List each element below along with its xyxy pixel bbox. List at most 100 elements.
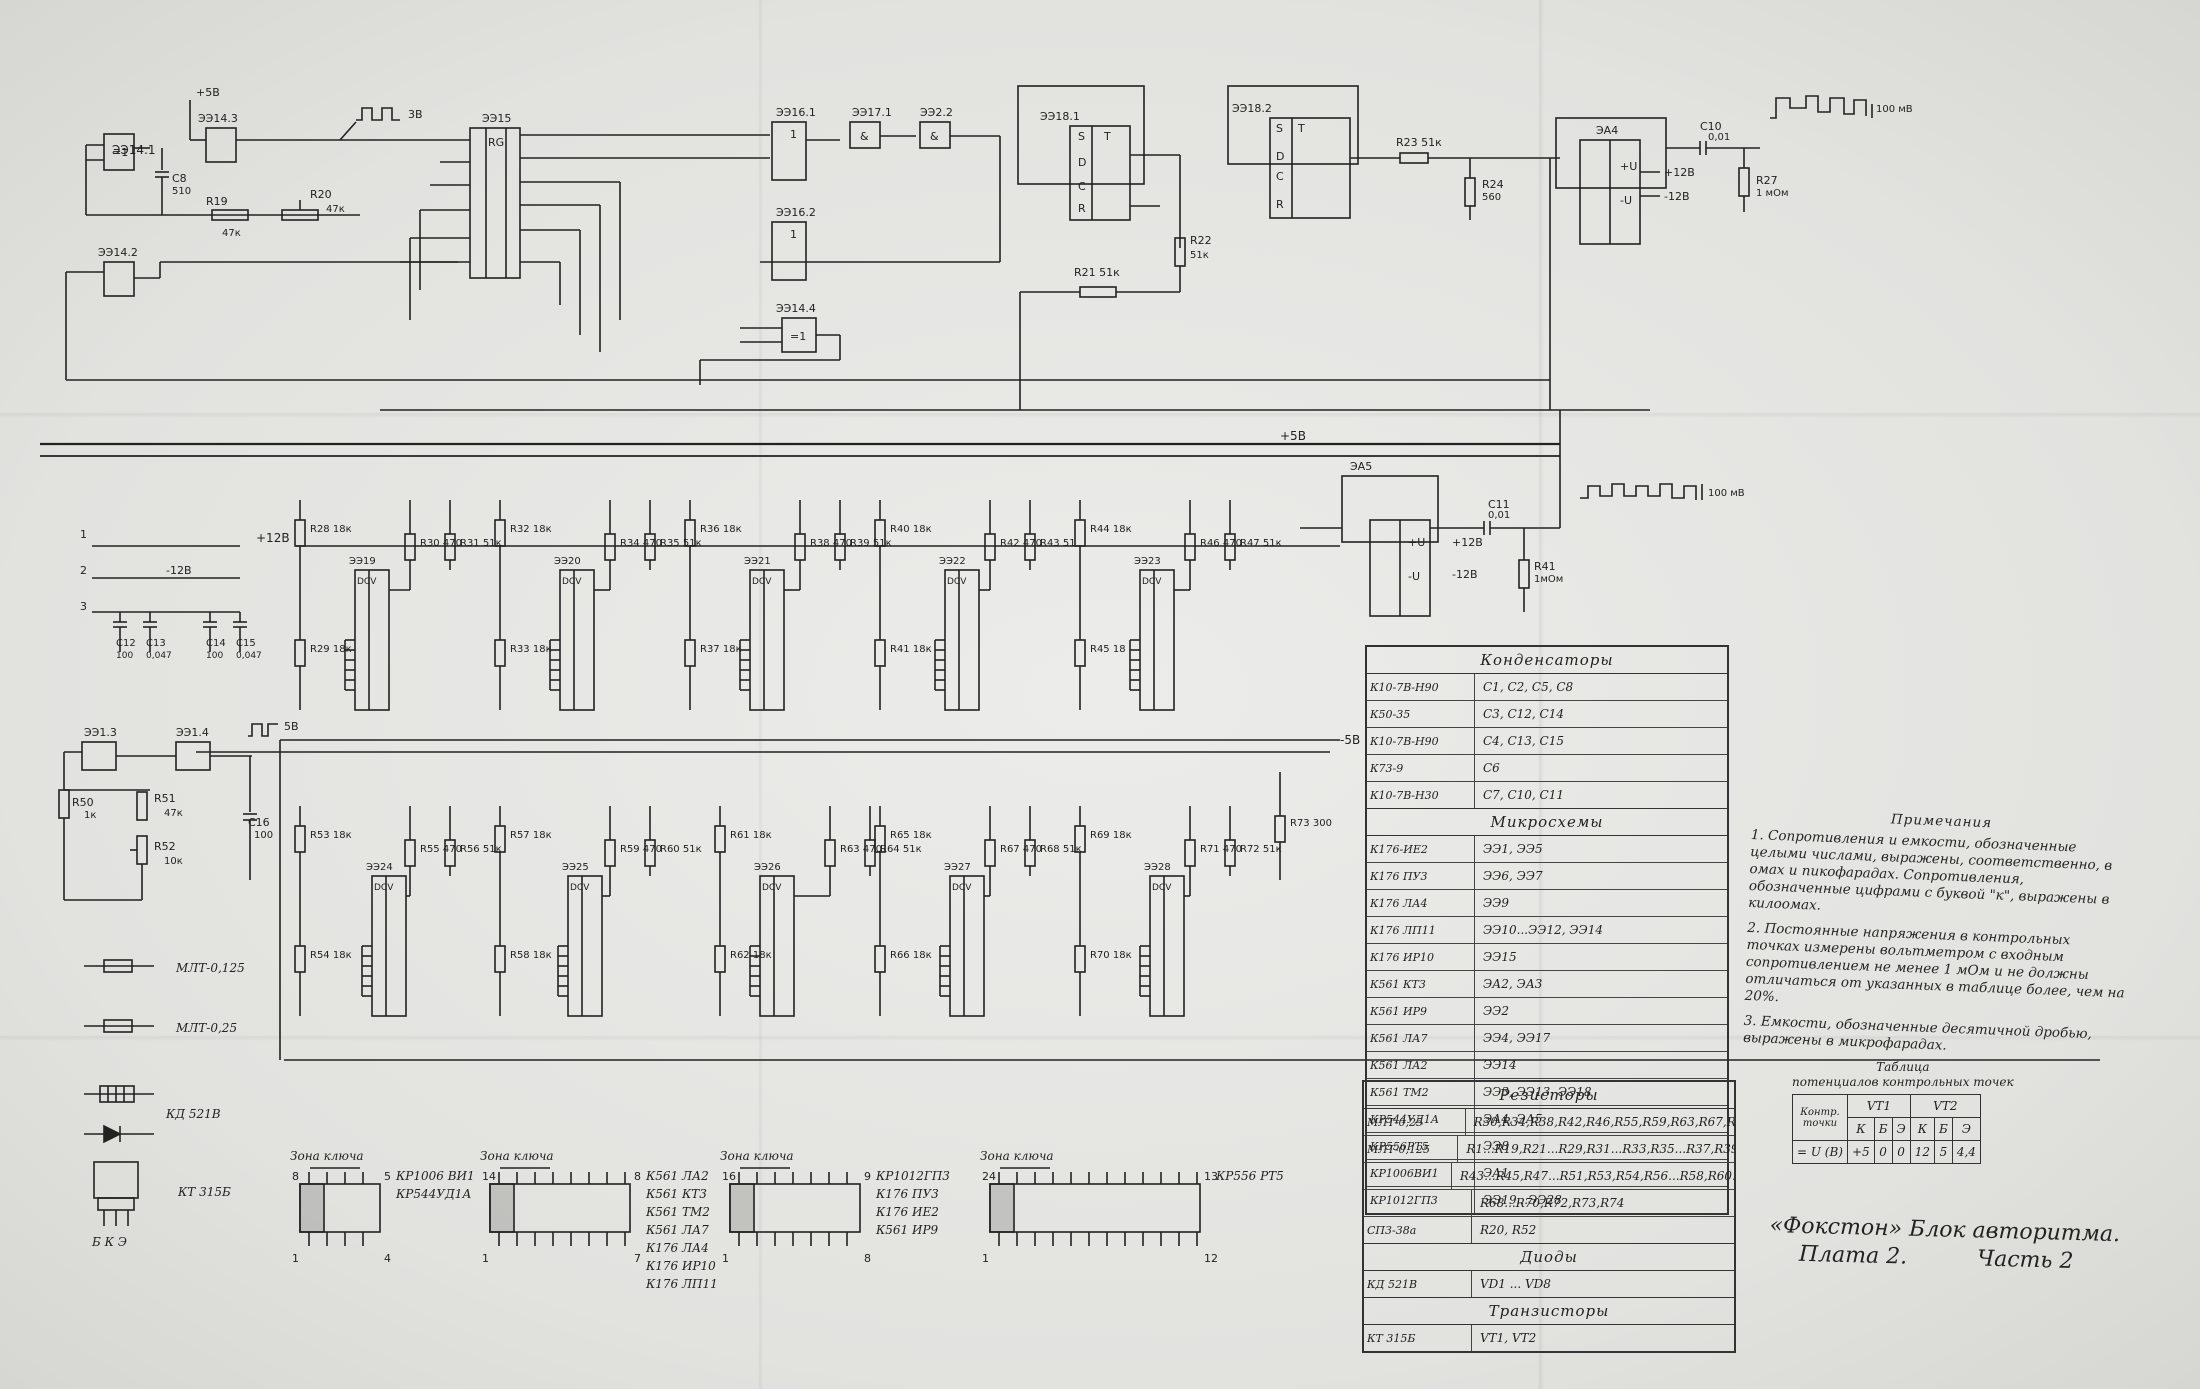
- waveform-mid: [1580, 483, 1697, 500]
- svg-text:12: 12: [1204, 1252, 1218, 1265]
- svg-text:RG: RG: [488, 136, 504, 149]
- capacitors-type: К73-9: [1367, 755, 1475, 781]
- svg-text:1: 1: [482, 1252, 489, 1265]
- svg-text:ЭЭ14.3: ЭЭ14.3: [198, 112, 238, 125]
- svg-text:DCV: DCV: [357, 577, 377, 587]
- dd14-1-gate: ЭЭ14.1 =1: [85, 133, 155, 171]
- svg-text:C12: C12: [116, 638, 136, 649]
- svg-text:510: 510: [172, 186, 191, 197]
- svg-text:C13: C13: [146, 638, 166, 649]
- r24-resistor: R24 560: [1464, 158, 1504, 220]
- vt-col-head: Э: [1951, 1117, 1981, 1141]
- ic-label: ЭЭ20: [554, 556, 581, 567]
- vt-potential-table: Таблица потенциалов контрольных точек Ко…: [1792, 1060, 2014, 1164]
- svg-text:DCV: DCV: [947, 577, 967, 587]
- chips-refs: ЭА4, ЭА5: [1483, 1112, 1543, 1126]
- svg-text:+12В: +12В: [1452, 536, 1483, 549]
- vt2-head: VT2: [1909, 1094, 1981, 1118]
- vt-value: 5: [1934, 1140, 1953, 1164]
- svg-text:C16: C16: [248, 816, 270, 829]
- svg-text:+5В: +5В: [1280, 429, 1306, 443]
- resistor-label: R43 51: [1040, 538, 1076, 549]
- legend-mlt0125: МЛТ-0,125: [175, 961, 245, 975]
- legend-mlt025: МЛТ-0,25: [175, 1021, 237, 1035]
- chips-refs: ЭЭ6, ЭЭ7: [1483, 869, 1543, 883]
- svg-text:1: 1: [722, 1252, 729, 1265]
- resistor-label: R70 18к: [1090, 950, 1132, 961]
- svg-text:D: D: [1276, 150, 1284, 163]
- svg-text:100: 100: [206, 651, 223, 661]
- key-zone-label: Зона ключа: [980, 1149, 1054, 1163]
- capacitors-refs: C6: [1483, 761, 1500, 775]
- svg-text:ЭЭ18.1: ЭЭ18.1: [1040, 110, 1080, 123]
- svg-text:+U: +U: [1408, 536, 1425, 549]
- dd18-1-trigger: ЭЭ18.1 S T D C R: [1017, 85, 1181, 248]
- svg-text:+5В: +5В: [196, 86, 220, 99]
- ic-label: ЭЭ21: [744, 556, 771, 567]
- svg-text:C15: C15: [236, 638, 256, 649]
- resistor-label: R46 470: [1200, 538, 1242, 549]
- chips-type: К176 ЛП11: [1367, 917, 1475, 943]
- top-logic-section: ЭЭ14.1 =1 C8 510 R19 47к R20 47к: [65, 85, 1913, 411]
- r20-resistor: R20 47к: [281, 188, 345, 221]
- capacitors-refs: C3, C12, C14: [1483, 707, 1564, 721]
- key-zone-label: Зона ключа: [290, 1149, 364, 1163]
- svg-text:&: &: [930, 130, 939, 143]
- svg-text:5: 5: [384, 1170, 391, 1183]
- svg-text:1: 1: [80, 528, 87, 541]
- resistor-label: R64 51к: [880, 844, 922, 855]
- vt1-head: VT1: [1847, 1094, 1911, 1118]
- svg-text:+U: +U: [1620, 160, 1637, 173]
- svg-text:2: 2: [80, 564, 87, 577]
- part-label: Часть 2: [1976, 1246, 2074, 1274]
- vt-col-head: К: [1847, 1117, 1875, 1141]
- package-type-label: К176 ЛП11: [645, 1277, 718, 1291]
- svg-text:7: 7: [634, 1252, 641, 1265]
- svg-text:R: R: [1276, 198, 1284, 211]
- package-type-label: К561 ЛА7: [645, 1223, 709, 1237]
- resistor-label: R47 51к: [1240, 538, 1282, 549]
- svg-text:3: 3: [80, 600, 87, 613]
- resistors-type: [1364, 1190, 1472, 1216]
- package-type-label: К176 ПУ3: [875, 1187, 939, 1201]
- svg-text:1: 1: [790, 228, 797, 241]
- transistors-refs: VT1, VT2: [1480, 1331, 1537, 1345]
- package-type-label: К561 ЛА2: [645, 1169, 709, 1183]
- resistor-label: R69 18к: [1090, 830, 1132, 841]
- key-zone-label: Зона ключа: [480, 1149, 554, 1163]
- resistors-refs: R20, R52: [1480, 1223, 1537, 1237]
- svg-text:0,01: 0,01: [1708, 132, 1730, 143]
- resistors-refs: R43...R45,R47...R51,R53,R54,R56...R58,R6…: [1459, 1169, 1734, 1183]
- svg-text:51к: 51к: [1190, 250, 1209, 261]
- svg-text:0,01: 0,01: [1488, 510, 1510, 521]
- da4-opamp: ЭА4 +U -U +12В -12В: [1555, 117, 1700, 245]
- ic-label: ЭЭ22: [939, 556, 966, 567]
- note-3: 3. Емкости, обозначенные десятичной дроб…: [1742, 1012, 2093, 1054]
- svg-text:8: 8: [864, 1252, 871, 1265]
- svg-text:4: 4: [384, 1252, 391, 1265]
- svg-text:ЭЭ14.4: ЭЭ14.4: [776, 302, 816, 315]
- svg-text:ЭЭ16.2: ЭЭ16.2: [776, 206, 816, 219]
- ic-label: ЭЭ26: [754, 862, 781, 873]
- diodes-type: КД 521В: [1364, 1271, 1472, 1297]
- chips-type: К176 ИР10: [1367, 944, 1475, 970]
- chips-type: К561 ЛА2: [1367, 1052, 1475, 1078]
- svg-text:DCV: DCV: [1152, 883, 1172, 893]
- r21-resistor: R21 51к: [1020, 266, 1180, 298]
- vt-head-point: Контр. точки: [1792, 1094, 1848, 1141]
